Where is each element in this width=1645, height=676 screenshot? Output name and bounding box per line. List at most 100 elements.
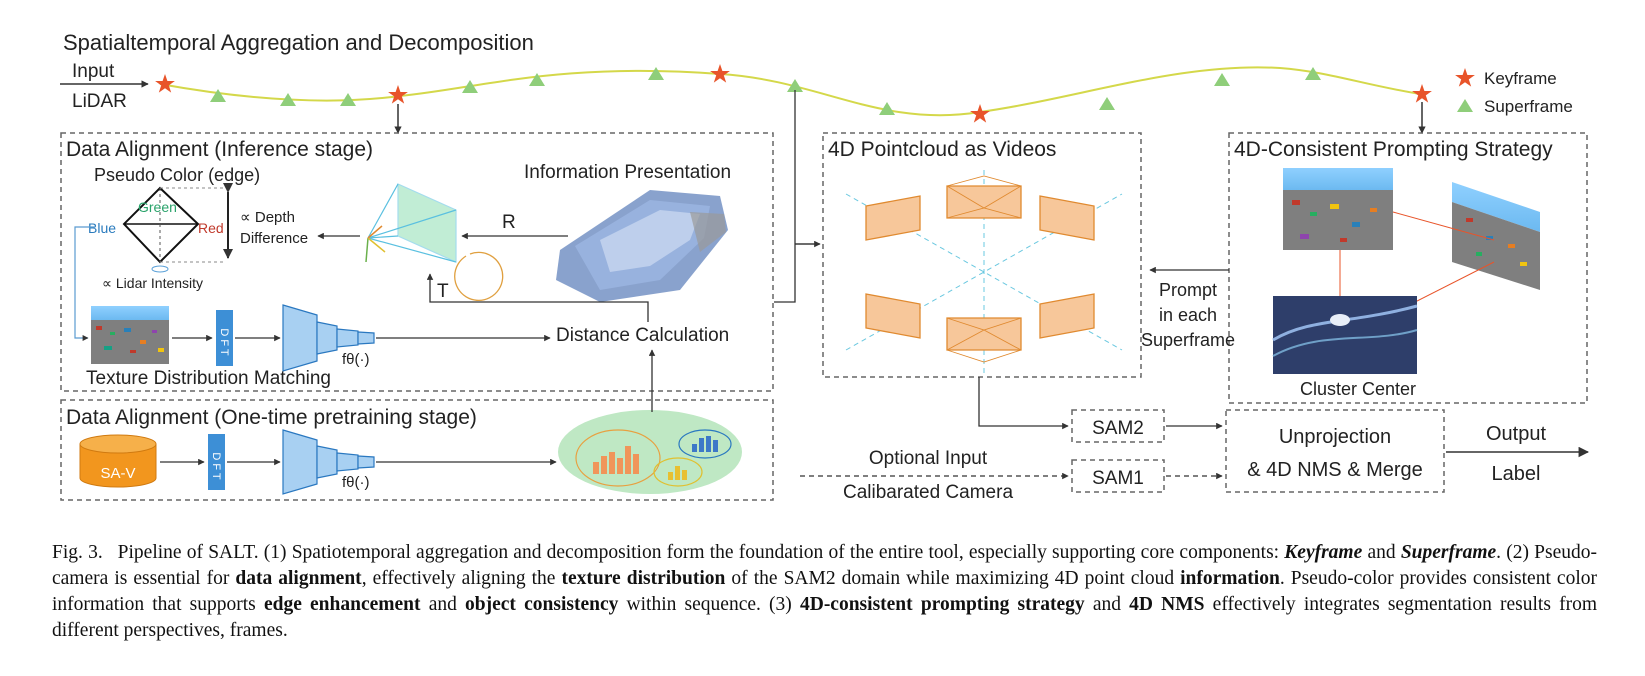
info-presentation-label: Information Presentation <box>524 162 731 183</box>
dft-block-inference <box>216 310 233 366</box>
output-label: Output <box>1486 423 1546 445</box>
ftheta-label-pretraining: fθ(·) <box>342 474 370 491</box>
label-label: Label <box>1492 463 1541 485</box>
unprojection-label-2: & 4D NMS & Merge <box>1247 459 1423 481</box>
red-label: Red <box>198 220 224 236</box>
encoder-network-pretraining <box>282 429 375 495</box>
t-arrow <box>426 273 649 322</box>
optional-input-label: Optional Input <box>869 448 988 469</box>
blue-to-texture-line <box>74 226 95 341</box>
unprojection-box <box>1225 409 1445 493</box>
lidar-label: LiDAR <box>72 91 127 112</box>
sav-label: SA-V <box>100 465 135 482</box>
cluster-center-label: Cluster Center <box>1300 379 1416 399</box>
virtual-camera-frames <box>865 185 1095 351</box>
caption-text: Fig. 3. Pipeline of SALT. (1) Spatiotemp… <box>52 542 1285 563</box>
sam2-box <box>1071 409 1165 443</box>
inference-box-title: Data Alignment (Inference stage) <box>66 138 373 161</box>
texture-matching-label: Texture Distribution Matching <box>86 368 331 389</box>
keyframe-star <box>155 74 175 93</box>
pipeline-diagram: Spatialtemporal Aggregation and Decompos… <box>60 30 1590 503</box>
bev-thumbnail-inference <box>91 306 169 364</box>
depth-label-2: Difference <box>240 230 308 247</box>
encoder-network-inference <box>282 304 375 372</box>
keyframe-markers <box>155 64 1432 123</box>
caption-text: within sequence. (3) <box>618 594 800 615</box>
keyframe-star <box>388 85 408 104</box>
prompt-label-3: Superframe <box>1141 330 1235 350</box>
rotation-circle <box>454 251 504 301</box>
legend-keyframe-icon <box>1455 68 1475 87</box>
superframe-triangle <box>1214 73 1230 86</box>
videos-box-title: 4D Pointcloud as Videos <box>828 138 1056 161</box>
caption-edge-enhancement: edge enhancement <box>263 594 421 615</box>
timeline-curve <box>159 66 1421 117</box>
prompting-box-title: 4D-Consistent Prompting Strategy <box>1234 138 1553 161</box>
input-label: Input <box>72 61 115 82</box>
caption-superframe: Superframe <box>1400 542 1497 563</box>
inference-box <box>60 132 774 392</box>
superframe-triangle <box>280 93 296 106</box>
camera-frame-lines <box>946 175 1022 363</box>
caption-text: and <box>1084 594 1130 615</box>
calibrated-camera-label: Calibarated Camera <box>843 482 1013 503</box>
figure-caption: Fig. 3. Pipeline of SALT. (1) Spatiotemp… <box>52 540 1597 644</box>
green-label: Green <box>138 199 177 215</box>
prompting-box <box>1228 132 1588 404</box>
caption-data-alignment: data alignment <box>235 568 362 589</box>
superframe-triangle <box>879 102 895 115</box>
superframe-triangle <box>1099 97 1115 110</box>
timeline-to-videos-arrow <box>774 90 816 303</box>
unprojection-label-1: Unprojection <box>1279 426 1391 448</box>
dft-block-pretraining <box>208 434 225 490</box>
pseudo-color-diamond <box>122 186 225 273</box>
distribution-clusters-image <box>558 410 742 494</box>
dft-label-pretraining: D F T <box>210 452 222 480</box>
caption-keyframe: Keyframe <box>1284 542 1363 563</box>
caption-text: and <box>420 594 466 615</box>
videos-box <box>822 132 1142 378</box>
lidar-intensity-label: ∝ Lidar Intensity <box>102 275 203 291</box>
legend-keyframe-label: Keyframe <box>1484 69 1557 88</box>
keyframe-star <box>1412 84 1432 103</box>
r-label: R <box>502 212 516 233</box>
legend-superframe-icon <box>1457 99 1473 112</box>
legend-superframe-label: Superframe <box>1484 97 1573 116</box>
prompt-label-1: Prompt <box>1159 280 1217 300</box>
sam2-label: SAM2 <box>1092 418 1144 439</box>
prompt-view-1 <box>1283 168 1393 250</box>
diagram-title: Spatialtemporal Aggregation and Decompos… <box>63 30 534 55</box>
ftheta-label-inference: fθ(·) <box>342 351 370 368</box>
sam1-box <box>1071 459 1165 493</box>
superframe-triangle <box>210 89 226 102</box>
caption-object-consistency: object consistency <box>465 594 619 615</box>
blue-label: Blue <box>88 220 116 236</box>
prompt-label-2: in each <box>1159 305 1217 325</box>
caption-information: information <box>1180 568 1280 589</box>
keyframe-star <box>710 64 730 83</box>
distance-calc-label: Distance Calculation <box>556 325 729 346</box>
t-label: T <box>437 281 449 302</box>
superframe-triangle <box>1305 67 1321 80</box>
voxel-pointcloud-image <box>556 190 728 302</box>
sav-dataset-icon <box>79 434 157 488</box>
depth-label-1: ∝ Depth <box>240 209 295 226</box>
pointcloud-bev-image <box>1272 296 1418 374</box>
superframe-triangle <box>462 80 478 93</box>
pseudo-color-label: Pseudo Color (edge) <box>94 165 260 185</box>
prompt-view-2 <box>1452 182 1540 290</box>
superframe-triangle <box>787 79 803 92</box>
sam1-label: SAM1 <box>1092 468 1144 489</box>
superframe-markers <box>210 67 1321 115</box>
videos-to-sam2-arrow <box>978 377 1069 430</box>
pretraining-box-title: Data Alignment (One-time pretraining sta… <box>66 406 477 429</box>
keyframe-star <box>970 104 990 123</box>
caption-text: . Pseudo-color provides consistent color… <box>52 568 1597 615</box>
caption-text: and <box>1362 542 1401 563</box>
superframe-triangle <box>529 73 545 86</box>
caption-text: of the SAM2 domain while maximizing 4D p… <box>725 568 1181 589</box>
pretraining-box <box>60 399 774 501</box>
caption-text: , effectively aligning the <box>361 568 562 589</box>
caption-4d-nms: 4D NMS <box>1129 594 1205 615</box>
caption-text: . (2) Pseudo-camera is essential for <box>52 542 1597 589</box>
